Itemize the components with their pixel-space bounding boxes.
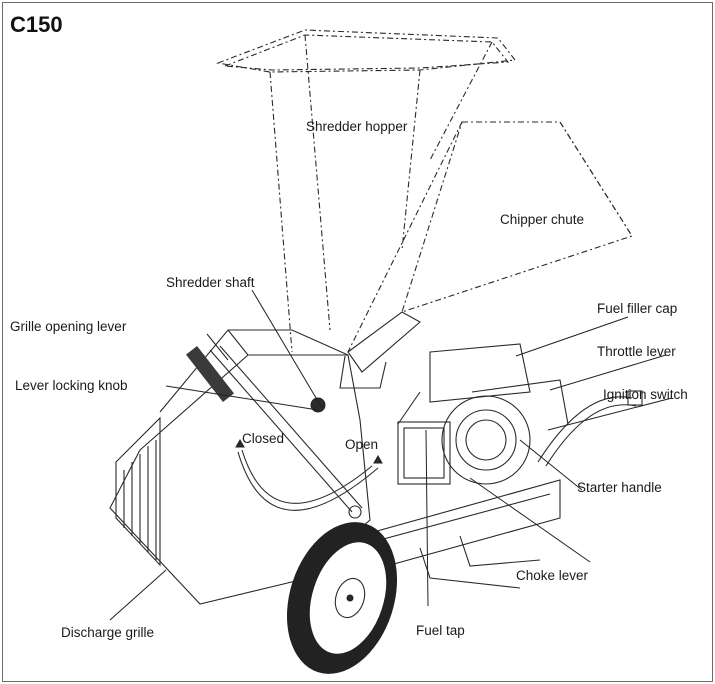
housing [109,329,371,605]
engine [397,343,569,485]
label-choke-lever: Choke lever [516,568,589,583]
label-fuel-tap: Fuel tap [416,623,465,638]
chipper-chute-outline [339,121,633,389]
wheel [286,522,398,674]
label-throttle-lever: Throttle lever [597,344,676,359]
label-chipper-chute: Chipper chute [500,212,584,227]
grille-lever-drawing [186,345,363,519]
label-open: Open [345,437,378,452]
label-grille-opening-lever: Grille opening lever [10,319,127,334]
shredder-hopper-outline [215,29,517,353]
label-starter-handle: Starter handle [577,480,662,495]
model-title: C150 [10,12,63,37]
label-closed: Closed [242,431,284,446]
label-lever-locking-knob: Lever locking knob [15,378,128,393]
label-shredder-hopper: Shredder hopper [306,119,408,134]
label-shredder-shaft: Shredder shaft [166,275,255,290]
leader-lines [109,289,673,621]
direction-arc [235,438,383,511]
label-fuel-filler-cap: Fuel filler cap [597,301,677,316]
label-discharge-grille: Discharge grille [61,625,154,640]
handle-bar [537,390,643,467]
label-ignition-switch: Ignition switch [603,387,688,402]
